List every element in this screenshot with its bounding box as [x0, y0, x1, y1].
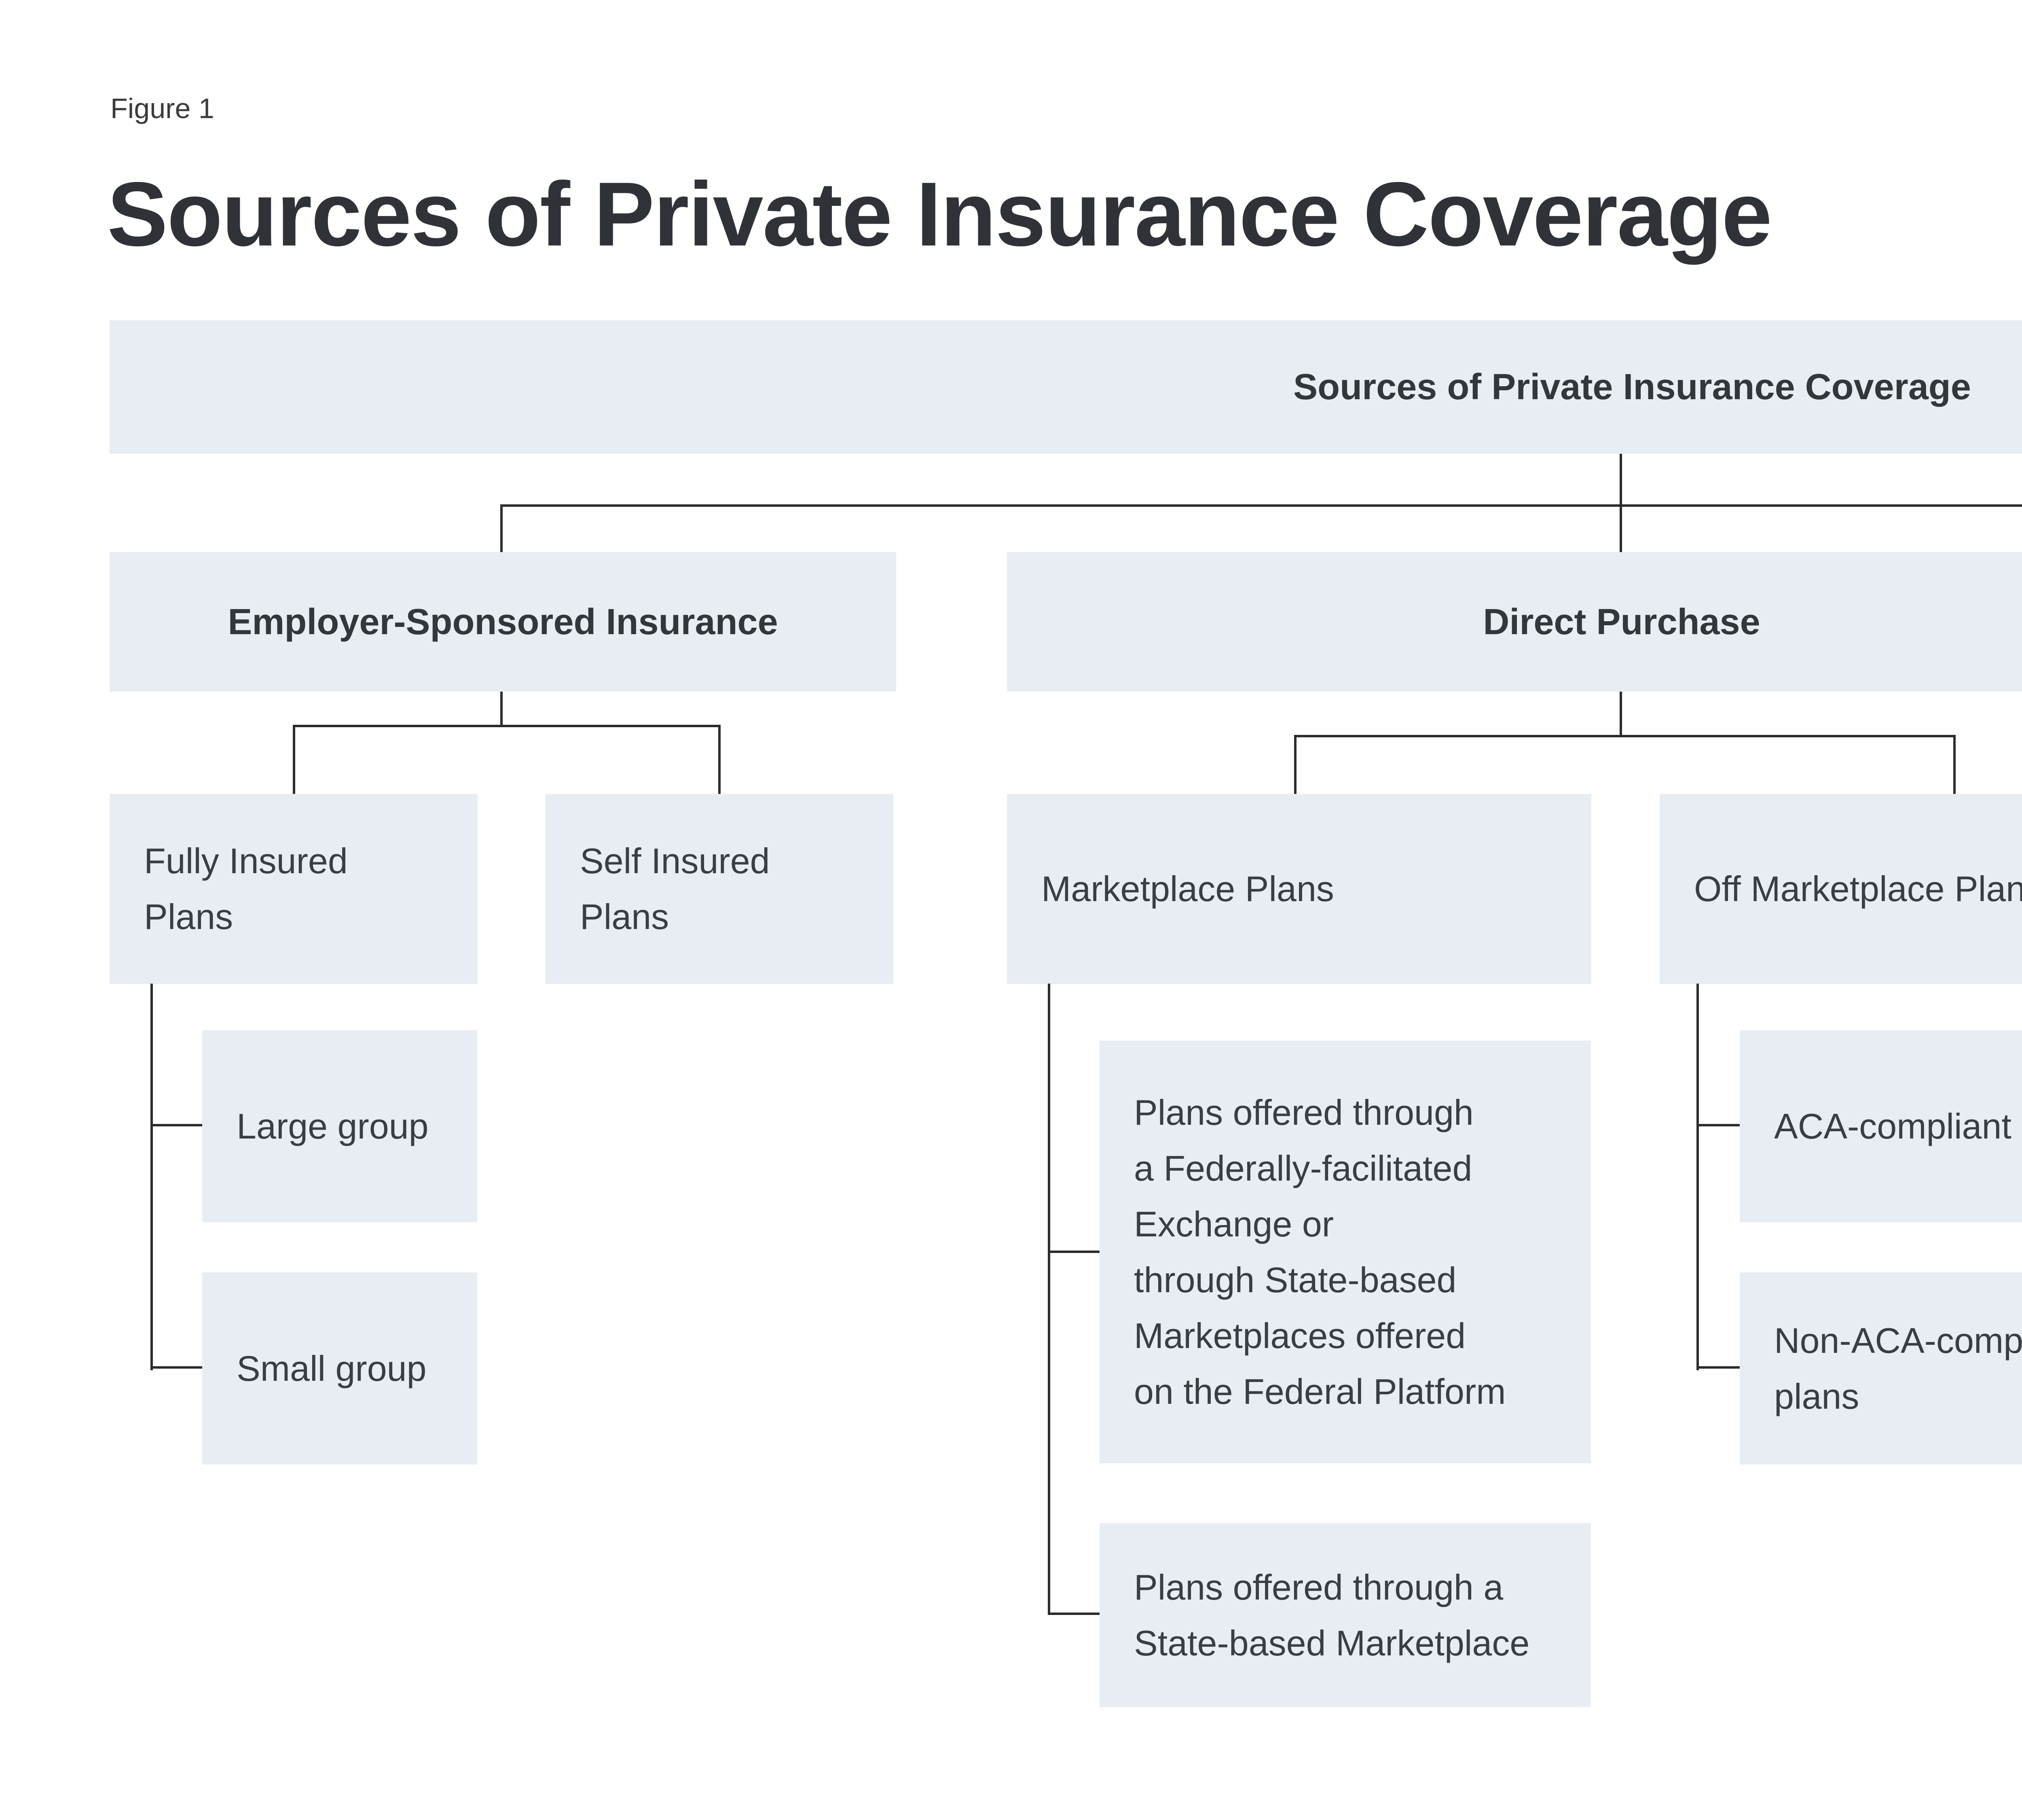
- connector-marketplace-feeder: [1048, 984, 1050, 1615]
- connector-off-marketplace-feeder: [1696, 984, 1699, 1370]
- node-non-aca-compliant-plans: Non-ACA-compliant plans: [1740, 1272, 2022, 1464]
- connector-root-rail: [500, 504, 2022, 507]
- node-off-marketplace-plans: Off Marketplace Plans: [1660, 794, 2022, 984]
- node-aca-compliant-plans: ACA-compliant plans: [1740, 1030, 2022, 1222]
- node-non-aca-label: Non-ACA-compliant plans: [1774, 1320, 2022, 1416]
- node-marketplace-label: Marketplace Plans: [1041, 869, 1334, 909]
- node-self-insured-label: Self Insured Plans: [580, 841, 770, 937]
- node-small-group: Small group: [202, 1272, 477, 1464]
- connector-dp-stem: [1620, 692, 1622, 737]
- node-ffe-label: Plans offered through a Federally-facili…: [1134, 1092, 1506, 1412]
- node-off-marketplace-label: Off Marketplace Plans: [1694, 869, 2022, 909]
- connector-drop-self-insured: [718, 725, 721, 794]
- node-fully-insured-label: Fully Insured Plans: [144, 841, 348, 937]
- connector-fully-insured-feeder: [150, 984, 153, 1370]
- node-sbm-label: Plans offered through a State-based Mark…: [1134, 1567, 1530, 1663]
- connector-drop-marketplace: [1294, 735, 1297, 794]
- connector-stub-sbm: [1048, 1613, 1100, 1615]
- connector-stub-large-group: [150, 1124, 202, 1126]
- connector-stub-non-aca: [1696, 1366, 1740, 1369]
- node-self-insured-plans: Self Insured Plans: [546, 794, 893, 984]
- connector-esi-stem: [500, 692, 503, 727]
- node-state-based-marketplace-plans: Plans offered through a State-based Mark…: [1100, 1523, 1591, 1707]
- connector-stub-aca: [1696, 1124, 1740, 1126]
- node-root-sources-of-private-insurance-coverage: Sources of Private Insurance Coverage: [110, 320, 2022, 454]
- node-marketplace-plans: Marketplace Plans: [1007, 794, 1591, 984]
- node-fully-insured-plans: Fully Insured Plans: [110, 794, 478, 984]
- node-large-group-label: Large group: [237, 1106, 429, 1146]
- node-aca-label: ACA-compliant plans: [1774, 1106, 2022, 1146]
- node-root-label: Sources of Private Insurance Coverage: [1293, 367, 1971, 407]
- node-large-group: Large group: [202, 1030, 477, 1222]
- node-federally-facilitated-exchange-plans: Plans offered through a Federally-facili…: [1100, 1041, 1591, 1463]
- figure-label: Figure 1: [110, 93, 214, 124]
- connector-drop-off-marketplace: [1953, 735, 1956, 794]
- page-title: Sources of Private Insurance Coverage: [107, 163, 1772, 265]
- node-small-group-label: Small group: [237, 1348, 427, 1388]
- node-employer-sponsored-insurance: Employer-Sponsored Insurance: [110, 552, 896, 692]
- connector-drop-esi: [500, 504, 503, 552]
- connector-drop-direct-purchase: [1620, 504, 1622, 552]
- node-direct-purchase: Direct Purchase: [1007, 552, 2022, 692]
- node-esi-label: Employer-Sponsored Insurance: [228, 601, 778, 642]
- connector-drop-fully-insured: [293, 725, 295, 794]
- connector-root-stem: [1620, 454, 1622, 506]
- connector-dp-rail: [1294, 735, 1956, 737]
- connector-esi-rail: [293, 725, 721, 727]
- connector-stub-small-group: [150, 1366, 202, 1369]
- node-direct-purchase-label: Direct Purchase: [1483, 601, 1760, 642]
- connector-stub-ffe: [1048, 1251, 1100, 1253]
